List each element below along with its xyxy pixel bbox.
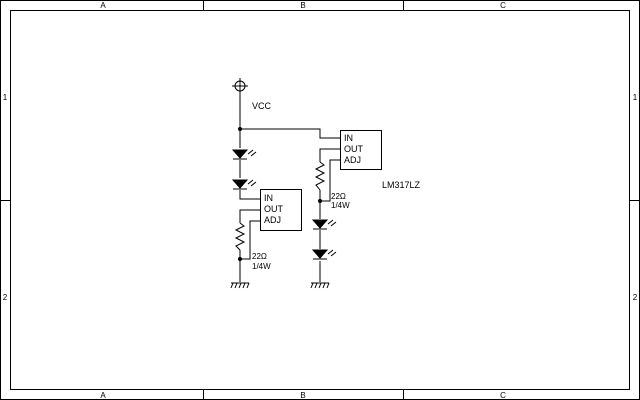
resistor-2: [314, 161, 326, 191]
vcc-symbol: [232, 78, 248, 96]
zone-label-top-b: B: [300, 1, 305, 10]
regulator-1-body: [260, 189, 302, 231]
resistor-1: [234, 222, 246, 251]
zone-label-bottom-a: A: [100, 391, 106, 400]
zone-label-bottom-b: B: [300, 391, 305, 400]
regulator-2-pin-out: OUT: [344, 144, 364, 154]
led-4: [311, 249, 337, 260]
zone-label-left-1: 1: [3, 93, 8, 102]
zone-label-top-a: A: [100, 1, 106, 10]
regulator-2-pin-adj: ADJ: [344, 155, 361, 165]
resistor-2-value: 22Ω: [331, 192, 346, 201]
regulator-1-pin-adj: ADJ: [264, 215, 281, 225]
inner-frame: [10, 10, 630, 390]
led-1: [231, 149, 257, 160]
regulator-2-body: [340, 130, 382, 170]
regulator-1-pin-in: IN: [264, 193, 273, 203]
wires: [239, 96, 340, 282]
zone-label-right-1: 1: [633, 93, 638, 102]
regulator-2-pin-in: IN: [344, 133, 353, 143]
vcc-label: VCC: [252, 101, 272, 111]
zone-label-bottom-c: C: [500, 391, 506, 400]
junction-dots: [238, 127, 322, 261]
regulator-part-label: LM317LZ: [382, 180, 421, 190]
regulator-1-pin-out: OUT: [264, 204, 284, 214]
resistor-1-value: 22Ω: [252, 252, 267, 261]
zone-label-left-2: 2: [3, 293, 8, 302]
ground-symbol-1: [230, 282, 250, 289]
resistor-2-power: 1/4W: [331, 201, 350, 210]
led-3: [311, 219, 337, 230]
zone-label-top-c: C: [500, 1, 506, 10]
resistor-1-power: 1/4W: [252, 262, 271, 271]
zone-label-right-2: 2: [633, 293, 638, 302]
led-2: [231, 179, 257, 190]
ground-symbol-2: [310, 282, 330, 289]
